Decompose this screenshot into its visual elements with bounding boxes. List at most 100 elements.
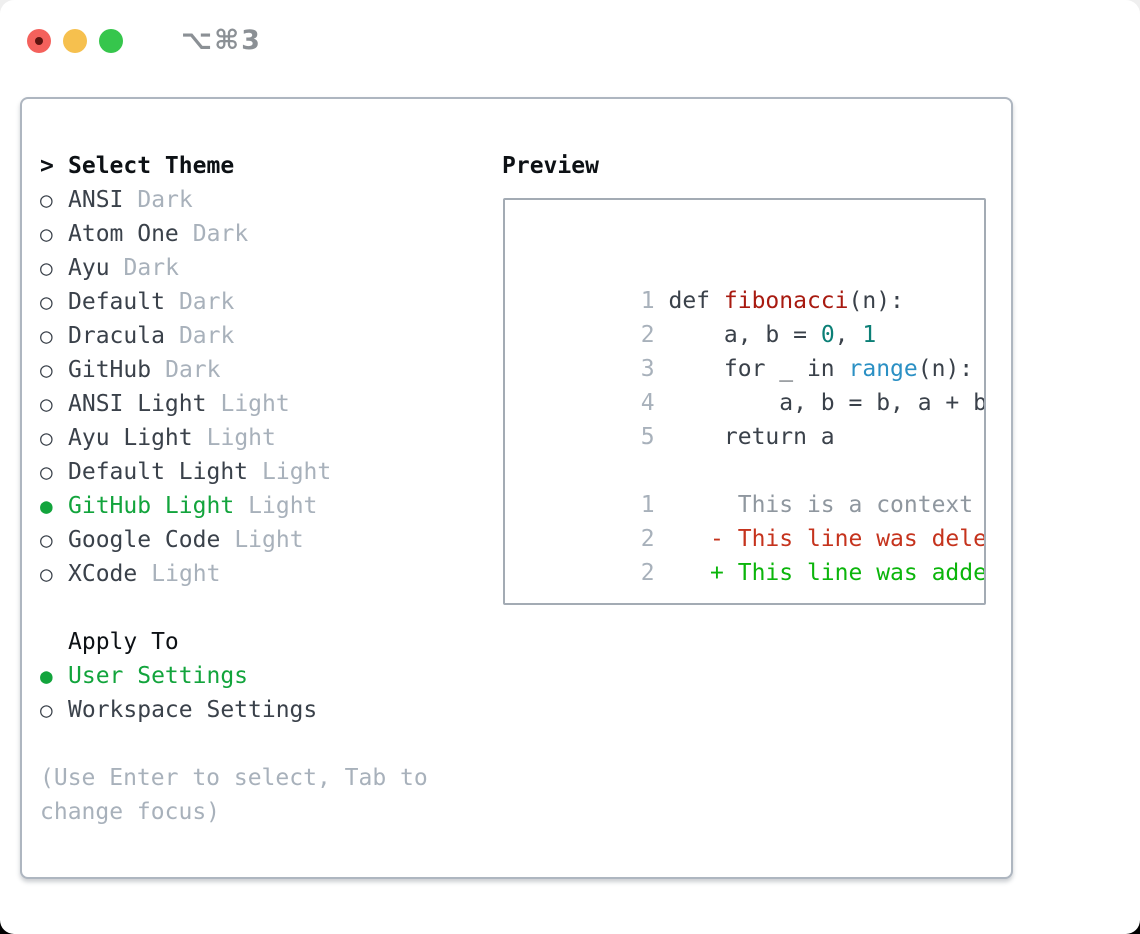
code-token: + This line was added. xyxy=(654,560,986,586)
code-token: return a xyxy=(668,424,835,450)
theme-option[interactable]: ● GitHub Light Light xyxy=(40,489,428,523)
theme-variant: Light xyxy=(220,391,290,417)
spacer xyxy=(40,727,428,761)
code-token: 1 xyxy=(862,322,877,348)
code-token: a, b = b, a + b xyxy=(668,390,986,416)
radio-icon: ○ xyxy=(40,188,53,212)
theme-name: Ayu Light xyxy=(68,425,193,451)
minimize-button[interactable] xyxy=(63,28,87,53)
code-token: 1 xyxy=(640,288,669,314)
apply-option-label: Workspace Settings xyxy=(68,697,318,723)
radio-icon: ○ xyxy=(40,562,53,586)
radio-icon: ○ xyxy=(40,324,53,348)
spacer xyxy=(40,591,428,625)
code-preview: 1 def fibonacci(n): 2 a, b = 0, 1 3 for … xyxy=(505,200,984,586)
code-token: 5 xyxy=(640,424,669,450)
theme-variant: Dark xyxy=(123,255,179,281)
theme-name: Default Light xyxy=(68,459,249,485)
theme-variant: Light xyxy=(234,527,304,553)
theme-option[interactable]: ○ Ayu Light Light xyxy=(40,421,428,455)
theme-option[interactable]: ○ Dracula Dark xyxy=(40,319,428,353)
apply-to-header: Apply To xyxy=(40,625,428,659)
diff-context-line: 1 This is a context line. xyxy=(530,454,976,518)
theme-variant: Light xyxy=(248,493,318,519)
code-token: (n): xyxy=(917,356,974,382)
theme-name: GitHub xyxy=(68,357,152,383)
code-token: , xyxy=(834,322,863,348)
theme-option[interactable]: ○ GitHub Dark xyxy=(40,353,428,387)
code-token: 3 xyxy=(640,356,669,382)
radio-selected-icon: ● xyxy=(40,494,53,518)
code-line: 3 for _ in range(n): xyxy=(530,318,976,382)
theme-name: Atom One xyxy=(68,221,179,247)
apply-option-label: User Settings xyxy=(68,663,249,689)
theme-variant: Dark xyxy=(165,357,221,383)
radio-selected-icon: ● xyxy=(40,664,53,688)
indent-spacer xyxy=(40,625,68,659)
code-token: 0 xyxy=(820,322,835,348)
code-line: 1 def fibonacci(n): xyxy=(530,250,976,314)
code-token: for _ in xyxy=(668,356,849,382)
theme-option[interactable]: ○ ANSI Light Light xyxy=(40,387,428,421)
theme-name: Google Code xyxy=(68,527,221,553)
theme-name: ANSI Light xyxy=(68,391,207,417)
radio-icon: ○ xyxy=(40,392,53,416)
theme-variant: Light xyxy=(206,425,276,451)
theme-name: XCode xyxy=(68,561,138,587)
theme-option[interactable]: ○ Google Code Light xyxy=(40,523,428,557)
code-token: This is a context line. xyxy=(737,492,974,518)
apply-option[interactable]: ○ Workspace Settings xyxy=(40,693,428,727)
keyboard-shortcut-label: ⌥⌘3 xyxy=(181,25,262,56)
theme-variant: Dark xyxy=(137,187,193,213)
theme-option[interactable]: ○ Ayu Dark xyxy=(40,251,428,285)
zoom-button[interactable] xyxy=(99,28,123,53)
preview-title: Preview xyxy=(502,153,599,179)
code-line: 5 return a xyxy=(530,386,976,450)
theme-name: Ayu xyxy=(68,255,110,281)
theme-option[interactable]: ○ Default Light Light xyxy=(40,455,428,489)
radio-icon: ○ xyxy=(40,528,53,552)
section-title: Apply To xyxy=(68,629,179,655)
radio-icon: ○ xyxy=(40,256,53,280)
code-token: (n): xyxy=(848,288,904,314)
radio-icon: ○ xyxy=(40,358,53,382)
theme-variant: Light xyxy=(262,459,332,485)
code-token: 2 xyxy=(640,560,655,586)
code-token: 1 xyxy=(640,492,655,518)
theme-variant: Dark xyxy=(192,221,249,247)
section-title: Select Theme xyxy=(68,153,235,179)
theme-option[interactable]: ○ XCode Light xyxy=(40,557,428,591)
theme-option[interactable]: ○ ANSI Dark xyxy=(40,183,428,217)
theme-name: ANSI xyxy=(68,187,124,213)
code-token: 2 xyxy=(640,526,655,552)
close-button[interactable] xyxy=(27,28,51,53)
theme-name: GitHub Light xyxy=(68,493,235,519)
code-token: range xyxy=(848,356,918,382)
code-token: 4 xyxy=(640,390,669,416)
apply-option[interactable]: ● User Settings xyxy=(40,659,428,693)
theme-variant: Light xyxy=(151,561,221,587)
help-text-line: change focus) xyxy=(40,799,221,825)
diff-deleted-line: 2 - This line was deleted. xyxy=(530,488,984,552)
code-token: def xyxy=(668,288,724,314)
code-token: fibonacci xyxy=(723,288,849,314)
code-line: 2 a, b = 0, 1 xyxy=(530,284,976,348)
preview-pane: 1 def fibonacci(n): 2 a, b = 0, 1 3 for … xyxy=(503,198,986,605)
code-line: 4 a, b = b, a + b xyxy=(530,352,984,416)
radio-icon: ○ xyxy=(40,698,53,722)
diff-added-line: 2 + This line was added. xyxy=(530,522,984,586)
theme-name: Dracula xyxy=(68,323,165,349)
radio-icon: ○ xyxy=(40,290,53,314)
theme-name: Default xyxy=(68,289,165,315)
theme-variant: Dark xyxy=(178,323,235,349)
radio-icon: ○ xyxy=(40,426,53,450)
code-token: 2 xyxy=(640,322,669,348)
cursor-icon: > xyxy=(40,153,54,179)
window-titlebar: ⌥⌘3 xyxy=(27,25,262,56)
radio-icon: ○ xyxy=(40,460,53,484)
select-theme-header: > Select Theme xyxy=(40,149,428,183)
